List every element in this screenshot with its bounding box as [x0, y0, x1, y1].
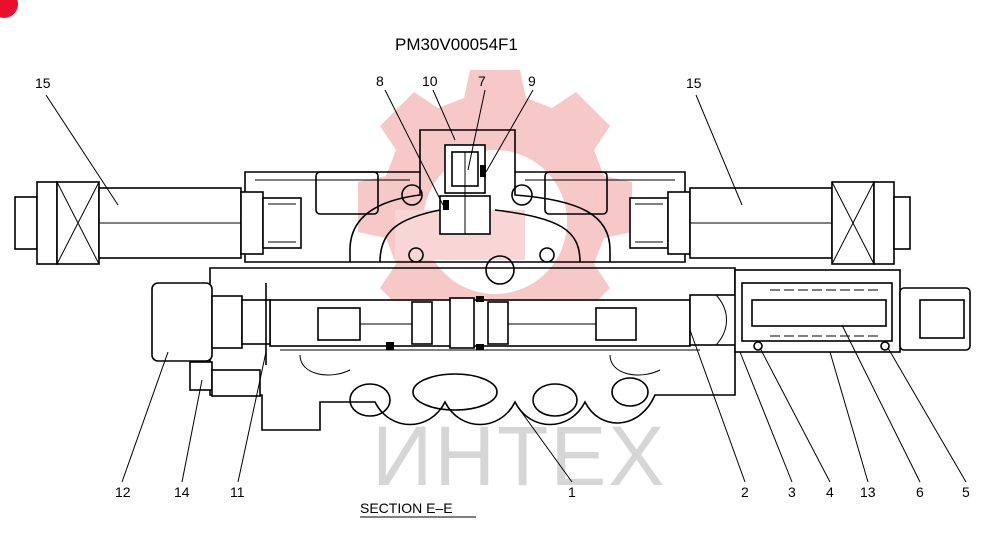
callout-2: 2: [741, 484, 749, 500]
left-solenoid: [14, 181, 302, 265]
callout-11: 11: [230, 484, 245, 500]
callout-7: 7: [478, 73, 486, 89]
section-label: SECTION E–E: [360, 500, 453, 516]
lower-valve-body: [209, 267, 736, 431]
callout-15-right: 15: [686, 75, 702, 91]
right-solenoid: [629, 181, 911, 265]
callout-15-left: 15: [35, 75, 51, 91]
corner-badge: [0, 0, 18, 18]
left-end-cap: [151, 282, 271, 397]
right-spring-cap: [689, 269, 971, 353]
callout-8: 8: [376, 73, 384, 89]
callout-12: 12: [115, 484, 131, 500]
callout-13: 13: [860, 484, 876, 500]
callout-5: 5: [962, 484, 970, 500]
callout-1: 1: [568, 484, 576, 500]
callout-6: 6: [916, 484, 924, 500]
callout-14: 14: [174, 484, 190, 500]
upper-valve-block: [244, 129, 686, 285]
callout-10: 10: [422, 73, 438, 89]
callout-3: 3: [788, 484, 796, 500]
leader-lines: [45, 89, 967, 483]
callout-9: 9: [528, 73, 536, 89]
callout-4: 4: [826, 484, 834, 500]
watermark-text: ИНТЕХ: [372, 409, 666, 503]
part-number-title: PM30V00054F1: [395, 35, 518, 54]
main-spool: [269, 296, 691, 350]
